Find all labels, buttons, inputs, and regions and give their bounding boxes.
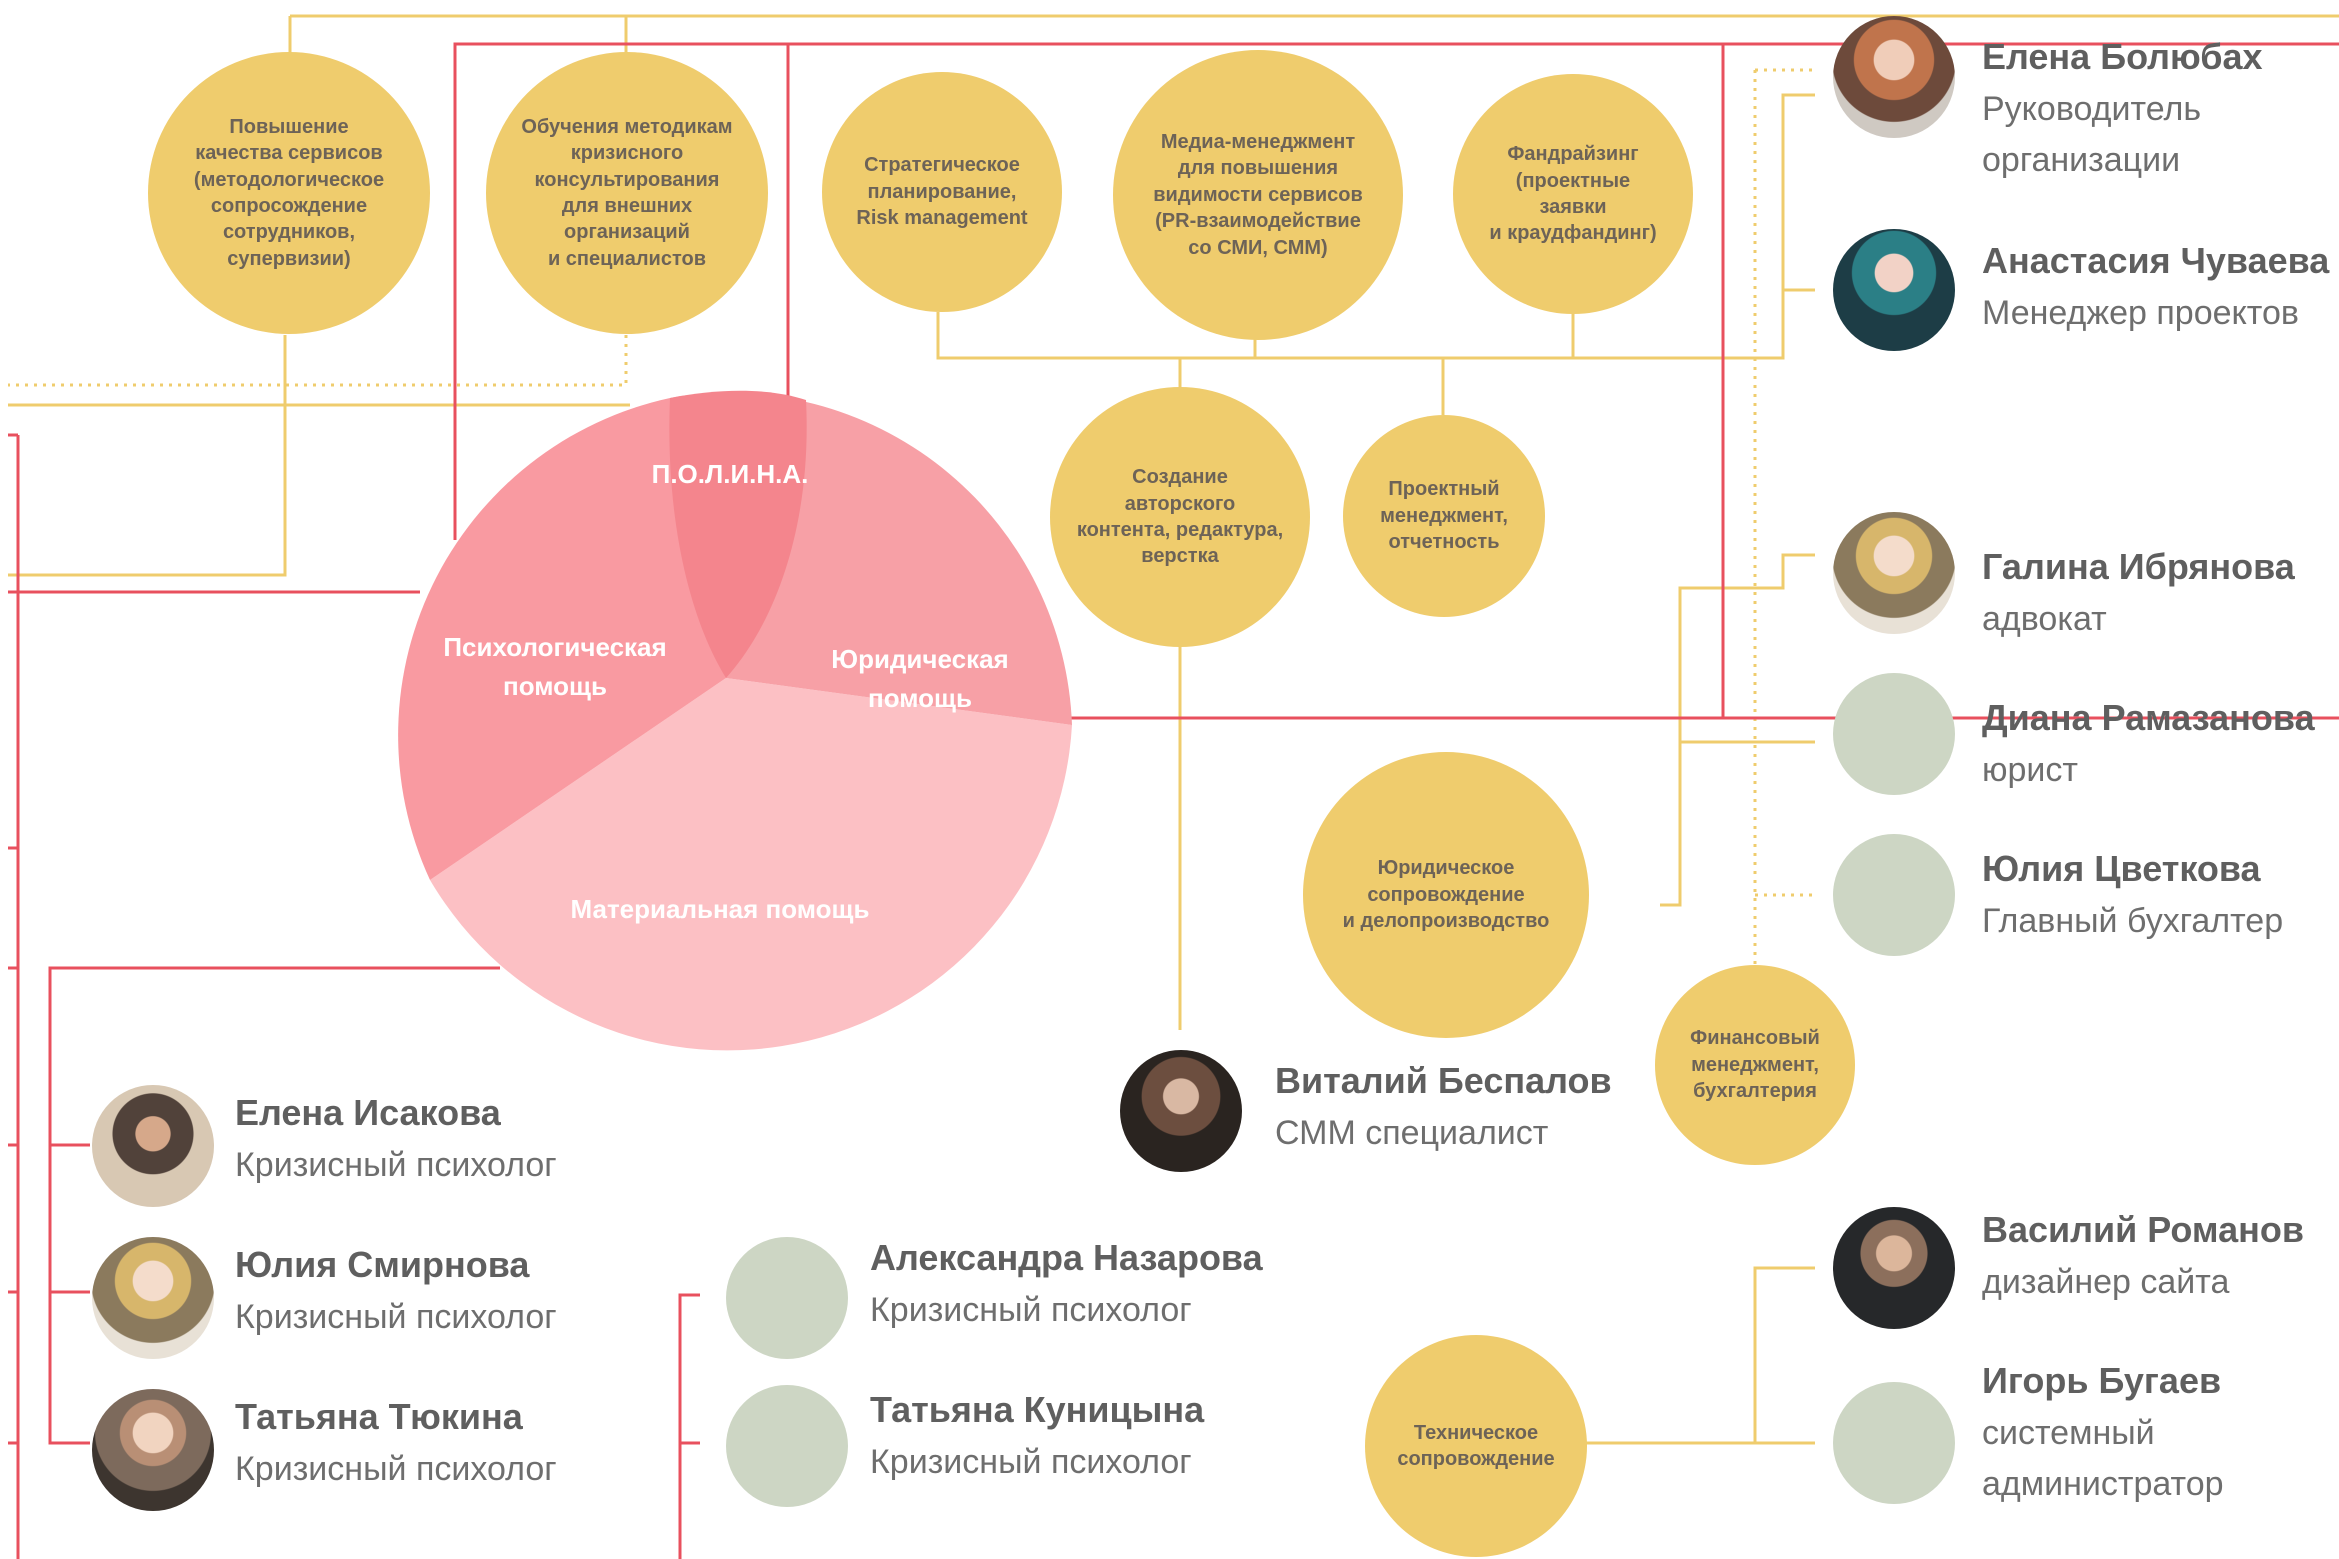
yellow-connectors — [8, 14, 2339, 1445]
person-role: Кризисный психолог — [870, 1291, 1192, 1329]
person-name: Юлия Смирнова — [235, 1244, 530, 1285]
avatar — [92, 1237, 214, 1359]
bubble-project: Проектный менеджмент, отчетность — [1343, 415, 1545, 617]
pie-label-legal: Юридическая помощь — [831, 644, 1009, 713]
bubble-finance: Финансовый менеджмент, бухгалтерия — [1655, 965, 1855, 1165]
person-name: Игорь Бугаев — [1982, 1360, 2222, 1401]
red-connectors — [8, 42, 2339, 1559]
bubble-media: Медиа-менеджмент для повышения видимости… — [1113, 50, 1403, 340]
person-name: Виталий Беспалов — [1275, 1060, 1612, 1101]
avatar-placeholder — [726, 1385, 848, 1507]
pie-slice-center — [669, 390, 807, 678]
avatar — [1833, 512, 1955, 634]
dotted-connectors — [8, 68, 1815, 965]
pie-label-psych: Психологическая помощь — [443, 632, 667, 701]
bubble-training: Обучения методикам кризисного консультир… — [486, 52, 768, 334]
person-name: Диана Рамазанова — [1982, 697, 2315, 738]
avatar — [1833, 229, 1955, 351]
person-name: Василий Романов — [1982, 1209, 2304, 1250]
pie-slice-psych — [398, 396, 726, 880]
person-role: Менеджер проектов — [1982, 294, 2299, 332]
bubble-tech: Техническое сопровождение — [1365, 1335, 1587, 1557]
bubble-content: Создание авторского контента, редактура,… — [1050, 387, 1310, 647]
pie-slice-material — [430, 678, 1072, 1051]
bubble-strategy: Стратегическое планирование, Risk manage… — [822, 72, 1062, 312]
avatar — [92, 1085, 214, 1207]
person-role: Кризисный психолог — [235, 1146, 557, 1184]
person-role: адвокат — [1982, 600, 2107, 638]
person-role: Руководитель организации — [1982, 90, 2202, 179]
avatar-placeholder — [1833, 673, 1955, 795]
avatar-placeholder — [1833, 1382, 1955, 1504]
avatar — [1120, 1050, 1242, 1172]
person-role: Кризисный психолог — [235, 1450, 557, 1488]
person-name: Юлия Цветкова — [1982, 848, 2261, 889]
person-role: СММ специалист — [1275, 1114, 1549, 1152]
avatar — [1833, 16, 1955, 138]
person-name: Татьяна Тюкина — [235, 1396, 523, 1437]
avatar — [1833, 1207, 1955, 1329]
pie-label-material: Материальная помощь — [570, 894, 870, 924]
services-pie — [398, 390, 1072, 1051]
person-name: Александра Назарова — [870, 1237, 1263, 1278]
pie-label-center: П.О.Л.И.Н.А. — [651, 459, 809, 489]
person-role: Кризисный психолог — [235, 1298, 557, 1336]
person-role: Кризисный психолог — [870, 1443, 1192, 1481]
person-name: Татьяна Куницына — [870, 1389, 1205, 1430]
person-name: Елена Болюбах — [1982, 36, 2263, 77]
bubble-legal-support: Юридическое сопровождение и делопроизвод… — [1303, 752, 1589, 1038]
avatar-placeholder — [1833, 834, 1955, 956]
person-role: юрист — [1982, 751, 2078, 789]
person-name: Анастасия Чуваева — [1982, 240, 2330, 281]
avatar-placeholder — [726, 1237, 848, 1359]
bubble-fundraising: Фандрайзинг (проектные заявки и краудфан… — [1453, 74, 1693, 314]
person-role: Главный бухгалтер — [1982, 902, 2284, 940]
person-role: дизайнер сайта — [1982, 1263, 2230, 1301]
person-name: Галина Ибрянова — [1982, 546, 2295, 587]
avatar — [92, 1389, 214, 1511]
person-name: Елена Исакова — [235, 1092, 501, 1133]
person-role: системный администратор — [1982, 1414, 2224, 1503]
bubble-quality: Повышение качества сервисов (методологич… — [148, 52, 430, 334]
